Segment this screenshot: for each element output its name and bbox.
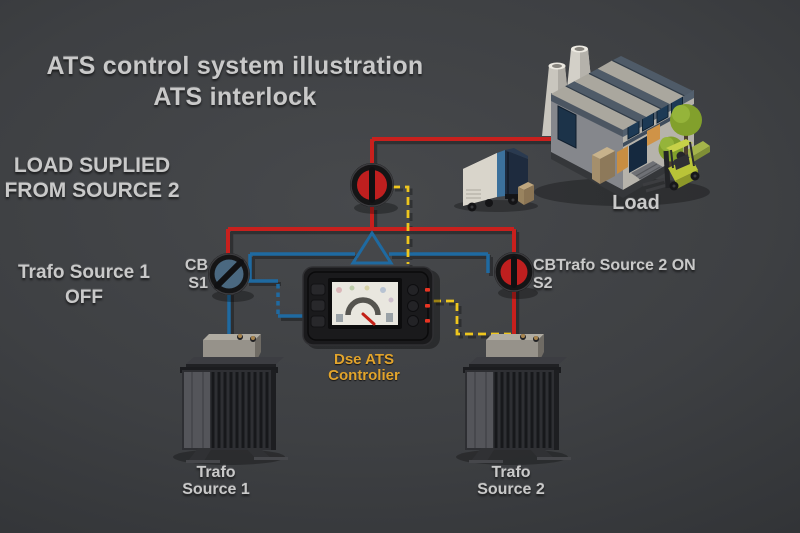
source1-status-label: Trafo Source 1 OFF xyxy=(6,260,162,310)
load-breaker-closed-icon xyxy=(350,163,398,214)
control-wire-path xyxy=(392,185,511,336)
controller-right-buttons[interactable] xyxy=(407,284,419,327)
dead-wire-source1-path xyxy=(227,252,490,354)
transformer1-label-line1: Trafo xyxy=(196,464,236,481)
controller-status-led-icon xyxy=(425,288,430,323)
load-label-text: Load xyxy=(612,192,660,214)
wire-shadows xyxy=(228,139,559,357)
breaker-s1-open-icon xyxy=(208,253,254,302)
cardboard-box xyxy=(592,147,615,184)
breaker-s2-closed-icon xyxy=(494,252,538,299)
breaker-s2-label-line1: CBTrafo Source 2 ON xyxy=(533,257,696,274)
transformer-source2 xyxy=(454,332,573,467)
truck xyxy=(454,148,538,212)
page-title: ATS control system illustration ATS inte… xyxy=(30,51,440,113)
title-line1: ATS control system illustration xyxy=(46,52,424,80)
transformer2-label: Trafo Source 2 xyxy=(461,464,561,498)
parcel-box xyxy=(518,182,534,205)
title-line2: ATS interlock xyxy=(153,83,317,111)
controller-left-buttons[interactable] xyxy=(310,283,326,328)
grass-pad-side xyxy=(690,146,710,164)
source1-status-line1: Trafo Source 1 xyxy=(18,262,150,283)
breaker-s2-label-line2: S2 xyxy=(533,275,553,292)
transformer-source1 xyxy=(173,334,288,465)
ats-controller-device xyxy=(302,266,440,349)
transformer2-label-line1: Trafo xyxy=(491,464,531,481)
load-label: Load xyxy=(596,192,676,215)
breaker-s1-label: CB S1 xyxy=(146,257,208,293)
transformer1-label-line2: Source 1 xyxy=(182,481,250,498)
sawtooth-roof xyxy=(551,56,693,130)
controller-label: Dse ATS Controlier xyxy=(314,352,414,384)
transformer2-label-line2: Source 2 xyxy=(477,481,545,498)
breaker-s2-label: CBTrafo Source 2 ON S2 xyxy=(533,257,696,293)
transformer1-label: Trafo Source 1 xyxy=(166,464,266,498)
source1-status-line2: OFF xyxy=(65,287,103,308)
supply-status-line2: FROM SOURCE 2 xyxy=(4,179,180,202)
breaker-s1-label-line2: S1 xyxy=(188,275,208,292)
interlock-arrow-icon xyxy=(350,230,394,265)
controller-screen xyxy=(328,278,402,329)
gauge-needle-icon xyxy=(361,312,376,326)
factory-load xyxy=(534,45,710,206)
controller-label-line2: Controlier xyxy=(328,367,400,384)
live-wire-source2-path xyxy=(226,137,556,354)
supply-status-line1: LOAD SUPLIED xyxy=(13,154,171,177)
breaker-s1-label-line1: CB xyxy=(184,257,208,274)
controller-label-line1: Dse ATS xyxy=(333,351,394,368)
gauge-arc-icon xyxy=(345,297,381,316)
grass-pad xyxy=(683,141,710,158)
forklift-icon xyxy=(642,139,700,193)
supply-status-note: LOAD SUPLIED FROM SOURCE 2 xyxy=(0,153,190,203)
